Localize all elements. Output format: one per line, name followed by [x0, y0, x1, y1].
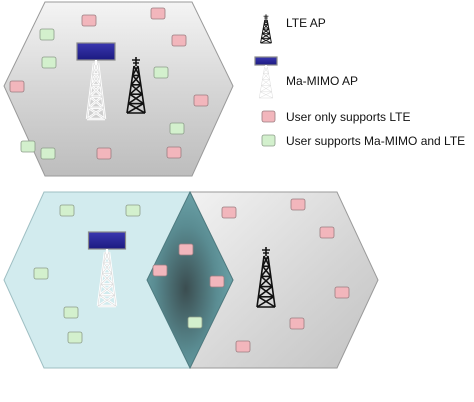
lte-tower-icon	[260, 14, 272, 44]
lte-only-user-icon	[235, 340, 251, 353]
lte-only-user-icon	[166, 146, 182, 159]
mimo-lte-user-icon	[63, 306, 79, 319]
lte-only-user-icon	[319, 226, 335, 239]
mimo-lte-user-icon	[39, 28, 55, 41]
mimo-lte-user-icon	[40, 147, 56, 160]
lte-only-user-icon	[152, 264, 168, 277]
pink-user-square-icon	[261, 110, 276, 123]
ma-mimo-antenna-icon	[254, 56, 278, 99]
legend-label-lte-only-user: User only supports LTE	[286, 110, 411, 124]
mimo-lte-user-icon	[125, 204, 141, 217]
lte-only-user-icon	[96, 147, 112, 160]
lte-only-user-icon	[171, 34, 187, 47]
mimo-lte-user-icon	[67, 331, 83, 344]
mimo-lte-user-icon	[33, 267, 49, 280]
mimo-lte-user-icon	[59, 204, 75, 217]
mimo-lte-user-icon	[187, 316, 203, 329]
legend-label-mimo-lte-user: User supports Ma-MIMO and LTE	[286, 134, 466, 148]
lte-only-user-icon	[9, 80, 25, 93]
lte-only-user-icon	[289, 317, 305, 330]
top-coverage-hexagon	[3, 1, 234, 177]
lte-only-user-icon	[221, 206, 237, 219]
lte-only-user-icon	[290, 198, 306, 211]
lte-only-user-icon	[193, 94, 209, 107]
mimo-lte-user-icon	[153, 66, 169, 79]
lte-only-user-icon	[81, 14, 97, 27]
lte-only-user-icon	[334, 286, 350, 299]
legend-label-ma-mimo-ap: Ma-MIMO AP	[286, 74, 359, 88]
lte-only-user-icon	[209, 275, 225, 288]
bottom-right-lte-ap	[256, 247, 276, 308]
green-user-square-icon	[261, 134, 276, 147]
top-lte-ap	[126, 57, 146, 114]
overlap-region	[146, 190, 234, 370]
mimo-lte-user-icon	[41, 56, 57, 69]
legend-label-lte-ap: LTE AP	[286, 16, 326, 30]
bottom-left-ma-mimo-ap	[87, 231, 127, 308]
mimo-lte-user-icon	[169, 122, 185, 135]
mimo-lte-user-icon	[20, 140, 36, 153]
lte-only-user-icon	[150, 7, 166, 20]
lte-only-user-icon	[178, 243, 194, 256]
top-ma-mimo-ap	[76, 42, 116, 121]
